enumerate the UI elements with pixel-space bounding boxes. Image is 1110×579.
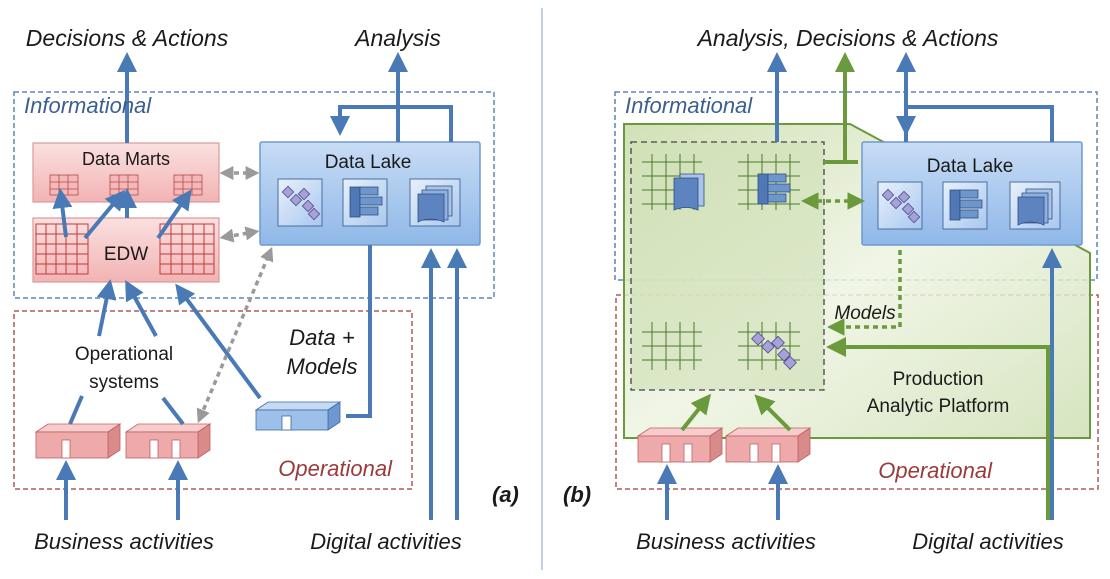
panel-b: Analysis, Decisions & Actions Informatio… xyxy=(563,25,1099,554)
digital-activities-label-a: Digital activities xyxy=(310,529,462,554)
operational-system-block-2 xyxy=(124,423,212,459)
arrows-green-b xyxy=(680,52,1050,520)
arrows-blue-a xyxy=(52,52,467,520)
data-lake-label-b: Data Lake xyxy=(927,156,1014,177)
business-activities-label-a: Business activities xyxy=(34,529,214,554)
decisions-actions-label: Decisions & Actions xyxy=(26,25,229,51)
operational-label-b: Operational xyxy=(878,458,993,483)
operational-label-a: Operational xyxy=(278,456,393,481)
list-tree-icon xyxy=(349,186,383,218)
platform-label-1: Production xyxy=(893,369,984,390)
data-models-label-2: Models xyxy=(287,354,358,379)
operational-systems-label-1: Operational xyxy=(75,344,173,365)
panel-a: Decisions & Actions Analysis Information… xyxy=(13,25,519,554)
informational-label-b: Informational xyxy=(625,93,753,118)
analysis-decisions-actions-label: Analysis, Decisions & Actions xyxy=(696,25,999,51)
data-mart-grid-icon xyxy=(49,174,203,196)
arrows-grey-a xyxy=(196,166,274,424)
platform-label-2: Analytic Platform xyxy=(867,396,1010,417)
informational-label-a: Informational xyxy=(24,93,152,118)
platform-inner-area xyxy=(630,141,825,391)
diamond-chart-icon-b xyxy=(881,188,921,224)
platform-diamond-icon xyxy=(751,331,797,370)
platform-list-icon xyxy=(757,173,791,205)
document-stack-icon-b xyxy=(1017,188,1053,226)
panel-a-label: (a) xyxy=(492,482,519,507)
analysis-label: Analysis xyxy=(353,25,441,51)
operational-system-block-1 xyxy=(34,423,122,459)
arrows-green-dashed-b xyxy=(801,192,902,336)
operational-system-block-b2 xyxy=(724,427,812,463)
operational-systems-label-2: systems xyxy=(89,372,159,393)
document-stack-icon xyxy=(417,185,453,223)
diamond-chart-icon xyxy=(281,185,321,221)
models-label: Models xyxy=(834,303,896,324)
operational-system-block-b1 xyxy=(636,427,724,463)
business-activities-label-b: Business activities xyxy=(636,529,816,554)
digital-activities-label-b: Digital activities xyxy=(912,529,1064,554)
informational-zone-a xyxy=(13,91,495,299)
platform-document-icon xyxy=(673,173,705,211)
data-lake-label-a: Data Lake xyxy=(325,152,412,173)
arrows-blue-b xyxy=(657,52,1062,520)
data-models-block xyxy=(254,401,342,431)
panel-b-label: (b) xyxy=(563,482,591,507)
edw-label: EDW xyxy=(104,244,148,265)
data-models-label-1: Data + xyxy=(289,325,355,350)
list-tree-icon-b xyxy=(949,189,983,221)
informational-zone-b xyxy=(614,91,1098,281)
data-marts-label: Data Marts xyxy=(82,149,170,169)
